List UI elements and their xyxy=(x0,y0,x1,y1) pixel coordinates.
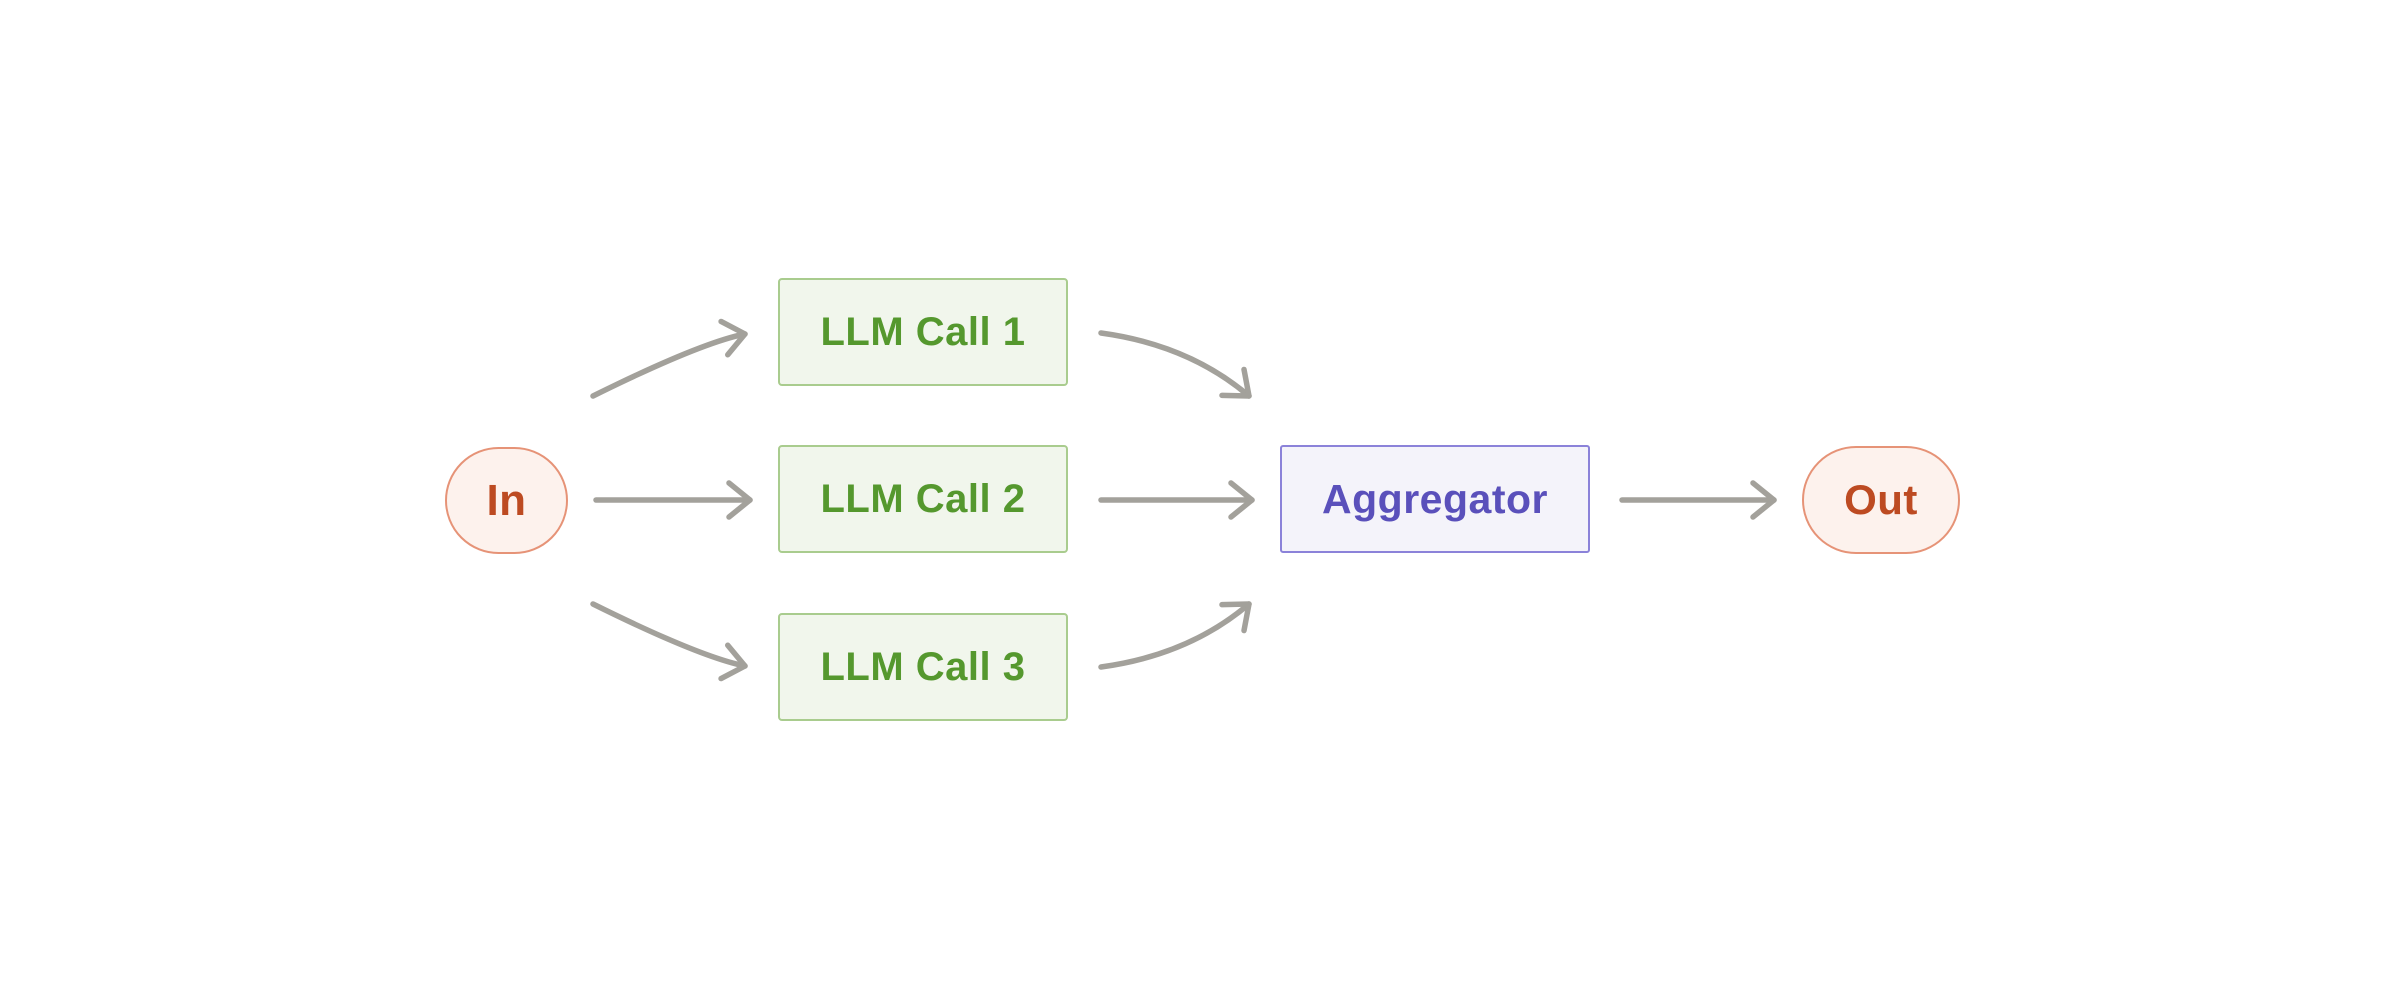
edge-llm1-to-aggregator xyxy=(1098,330,1252,399)
node-aggregator-label: Aggregator xyxy=(1322,475,1548,522)
node-llm-call-3: LLM Call 3 xyxy=(778,613,1068,721)
node-llm-call-1-label: LLM Call 1 xyxy=(820,309,1026,354)
edge-in-to-llm1 xyxy=(590,318,748,399)
node-out-label: Out xyxy=(1844,476,1918,523)
edge-llm3-to-aggregator xyxy=(1098,601,1252,670)
node-in: In xyxy=(445,447,568,554)
node-aggregator: Aggregator xyxy=(1280,445,1590,553)
node-llm-call-2-label: LLM Call 2 xyxy=(820,476,1026,521)
node-llm-call-1: LLM Call 1 xyxy=(778,278,1068,386)
edge-in-to-llm3 xyxy=(590,601,748,682)
node-llm-call-2: LLM Call 2 xyxy=(778,445,1068,553)
node-out: Out xyxy=(1802,446,1960,554)
node-llm-call-3-label: LLM Call 3 xyxy=(820,644,1026,689)
node-in-label: In xyxy=(486,475,527,525)
